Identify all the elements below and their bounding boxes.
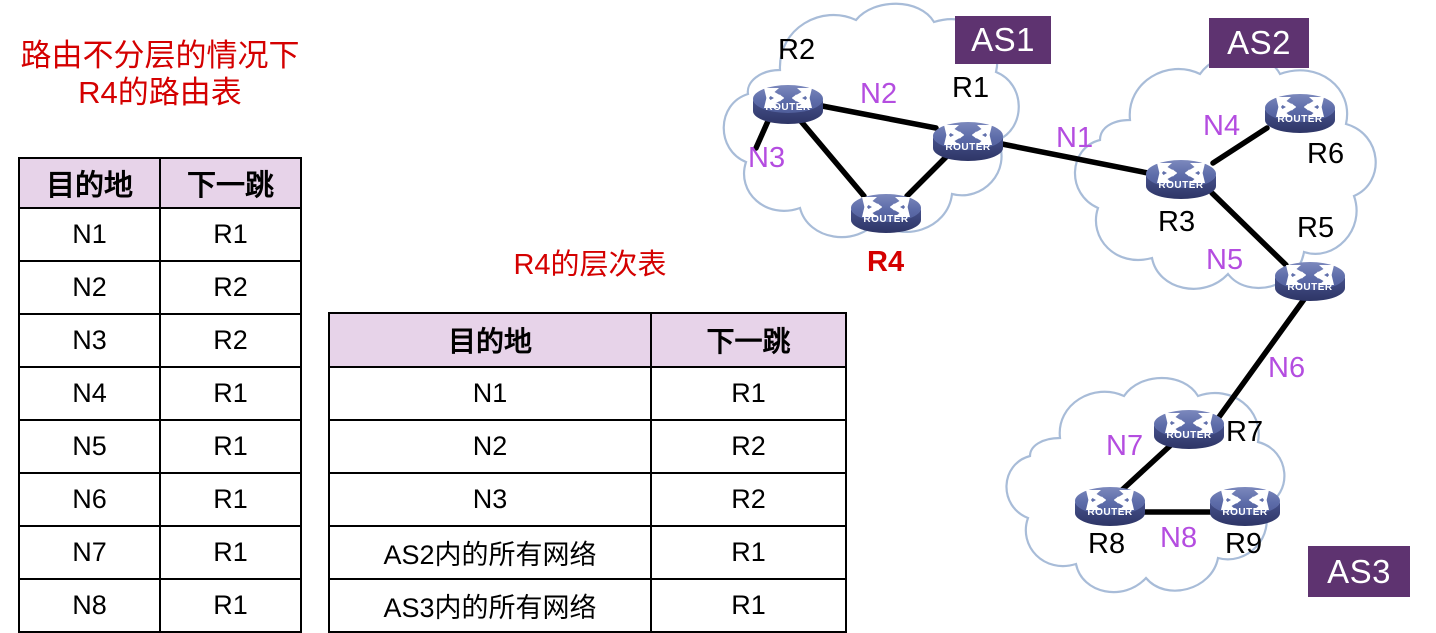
cell-nexthop: R2	[159, 313, 302, 368]
router-r7: ROUTER	[1154, 410, 1224, 449]
router-label-r2: R2	[778, 34, 816, 66]
router-r3: ROUTER	[1146, 160, 1216, 199]
table-row: N3 R2	[328, 472, 847, 527]
cell-nexthop: R2	[650, 472, 847, 527]
router-r1: ROUTER	[933, 122, 1003, 161]
cell-nexthop: R2	[159, 260, 302, 315]
as-badge-as2: AS2	[1209, 18, 1309, 68]
table-row: N2 R2	[328, 419, 847, 474]
column-header-destination: 目的地	[328, 312, 652, 368]
hierarchical-routing-table: 目的地 下一跳 N1 R1 N2 R2 N3 R2 AS2内的所有网络 R1 A	[328, 312, 847, 633]
cell-nexthop: R1	[159, 419, 302, 474]
network-label-n4: N4	[1203, 110, 1241, 142]
network-label-n6: N6	[1268, 352, 1306, 384]
cell-nexthop: R1	[159, 366, 302, 421]
router-icon-caption: ROUTER	[1277, 114, 1323, 125]
cell-nexthop: R1	[159, 207, 302, 262]
cell-destination: N4	[18, 366, 161, 421]
link-n6	[1203, 295, 1308, 438]
router-r9: ROUTER	[1210, 487, 1280, 526]
cell-destination: AS2内的所有网络	[328, 525, 652, 580]
router-label-r4: R4	[867, 246, 905, 278]
table-row: N5 R1	[18, 419, 302, 474]
flat-routing-table: 目的地 下一跳 N1 R1 N2 R2 N3 R2 N4 R1 N5	[18, 157, 302, 633]
network-label-n1: N1	[1056, 122, 1094, 154]
router-icon-caption: ROUTER	[765, 102, 811, 113]
left-table-title: 路由不分层的情况下 R4的路由表	[20, 38, 300, 110]
router-r8: ROUTER	[1075, 487, 1145, 526]
router-r4: ROUTER	[851, 194, 921, 233]
column-header-nexthop: 下一跳	[650, 312, 847, 368]
link-n5	[1209, 190, 1289, 268]
router-r5: ROUTER	[1275, 262, 1345, 301]
router-label-r7: R7	[1226, 416, 1264, 448]
cell-destination: N5	[18, 419, 161, 474]
router-icon-caption: ROUTER	[945, 142, 991, 153]
column-header-destination: 目的地	[18, 157, 161, 209]
cell-destination: N3	[18, 313, 161, 368]
router-icon-caption: ROUTER	[1087, 507, 1133, 518]
cell-destination: N6	[18, 472, 161, 527]
link-n1	[999, 141, 1171, 180]
link-r2-r4	[791, 110, 867, 199]
table-row: N7 R1	[18, 525, 302, 580]
cell-destination: N2	[18, 260, 161, 315]
router-label-r1: R1	[952, 72, 990, 104]
network-label-n8: N8	[1160, 522, 1198, 554]
router-icon-caption: ROUTER	[1166, 430, 1212, 441]
link-n4	[1210, 125, 1270, 166]
cell-destination: N8	[18, 578, 161, 633]
router-r2: ROUTER	[753, 85, 823, 124]
as-badge-as3: AS3	[1308, 546, 1410, 597]
cell-nexthop: R1	[159, 472, 302, 527]
cell-nexthop: R1	[650, 366, 847, 421]
router-label-r8: R8	[1088, 528, 1126, 560]
table-row: AS2内的所有网络 R1	[328, 525, 847, 580]
network-label-n2: N2	[860, 78, 898, 110]
table-row: N2 R2	[18, 260, 302, 315]
router-icon-caption: ROUTER	[1158, 180, 1204, 191]
cloud-as1	[722, 2, 1020, 239]
network-links	[753, 102, 1308, 515]
table-header-row: 目的地 下一跳	[328, 312, 847, 368]
router-icon-caption: ROUTER	[1287, 282, 1333, 293]
column-header-nexthop: 下一跳	[159, 157, 302, 209]
cell-destination: N7	[18, 525, 161, 580]
table-row: N1 R1	[328, 366, 847, 421]
hierarchical-table-title: R4的层次表	[513, 249, 667, 281]
cell-nexthop: R1	[650, 525, 847, 580]
as-badge-as1: AS1	[955, 16, 1051, 64]
router-icon-caption: ROUTER	[1222, 507, 1268, 518]
cell-destination: N1	[18, 207, 161, 262]
router-label-r6: R6	[1307, 138, 1345, 170]
cell-destination: AS3内的所有网络	[328, 578, 652, 633]
cell-destination: N2	[328, 419, 652, 474]
network-label-n3: N3	[748, 142, 786, 174]
cell-nexthop: R1	[159, 578, 302, 633]
table-row: N1 R1	[18, 207, 302, 262]
cell-nexthop: R2	[650, 419, 847, 474]
router-label-r9: R9	[1225, 528, 1263, 560]
cell-destination: N1	[328, 366, 652, 421]
router-label-r5: R5	[1297, 212, 1335, 244]
network-topology-diagram: ROUTER ROUTER ROUTER ROUTER ROUTER ROUTE…	[660, 0, 1436, 626]
network-label-n5: N5	[1206, 244, 1244, 276]
cell-nexthop: R1	[159, 525, 302, 580]
table-row: N8 R1	[18, 578, 302, 633]
table-row: N3 R2	[18, 313, 302, 368]
link-n2	[814, 102, 939, 131]
link-n7	[1119, 441, 1175, 493]
table-header-row: 目的地 下一跳	[18, 157, 302, 209]
router-r6: ROUTER	[1265, 94, 1335, 133]
table-row: AS3内的所有网络 R1	[328, 578, 847, 633]
cell-destination: N3	[328, 472, 652, 527]
router-icon-caption: ROUTER	[863, 214, 909, 225]
network-label-n7: N7	[1106, 430, 1144, 462]
table-row: N6 R1	[18, 472, 302, 527]
router-label-r3: R3	[1158, 206, 1196, 238]
table-row: N4 R1	[18, 366, 302, 421]
